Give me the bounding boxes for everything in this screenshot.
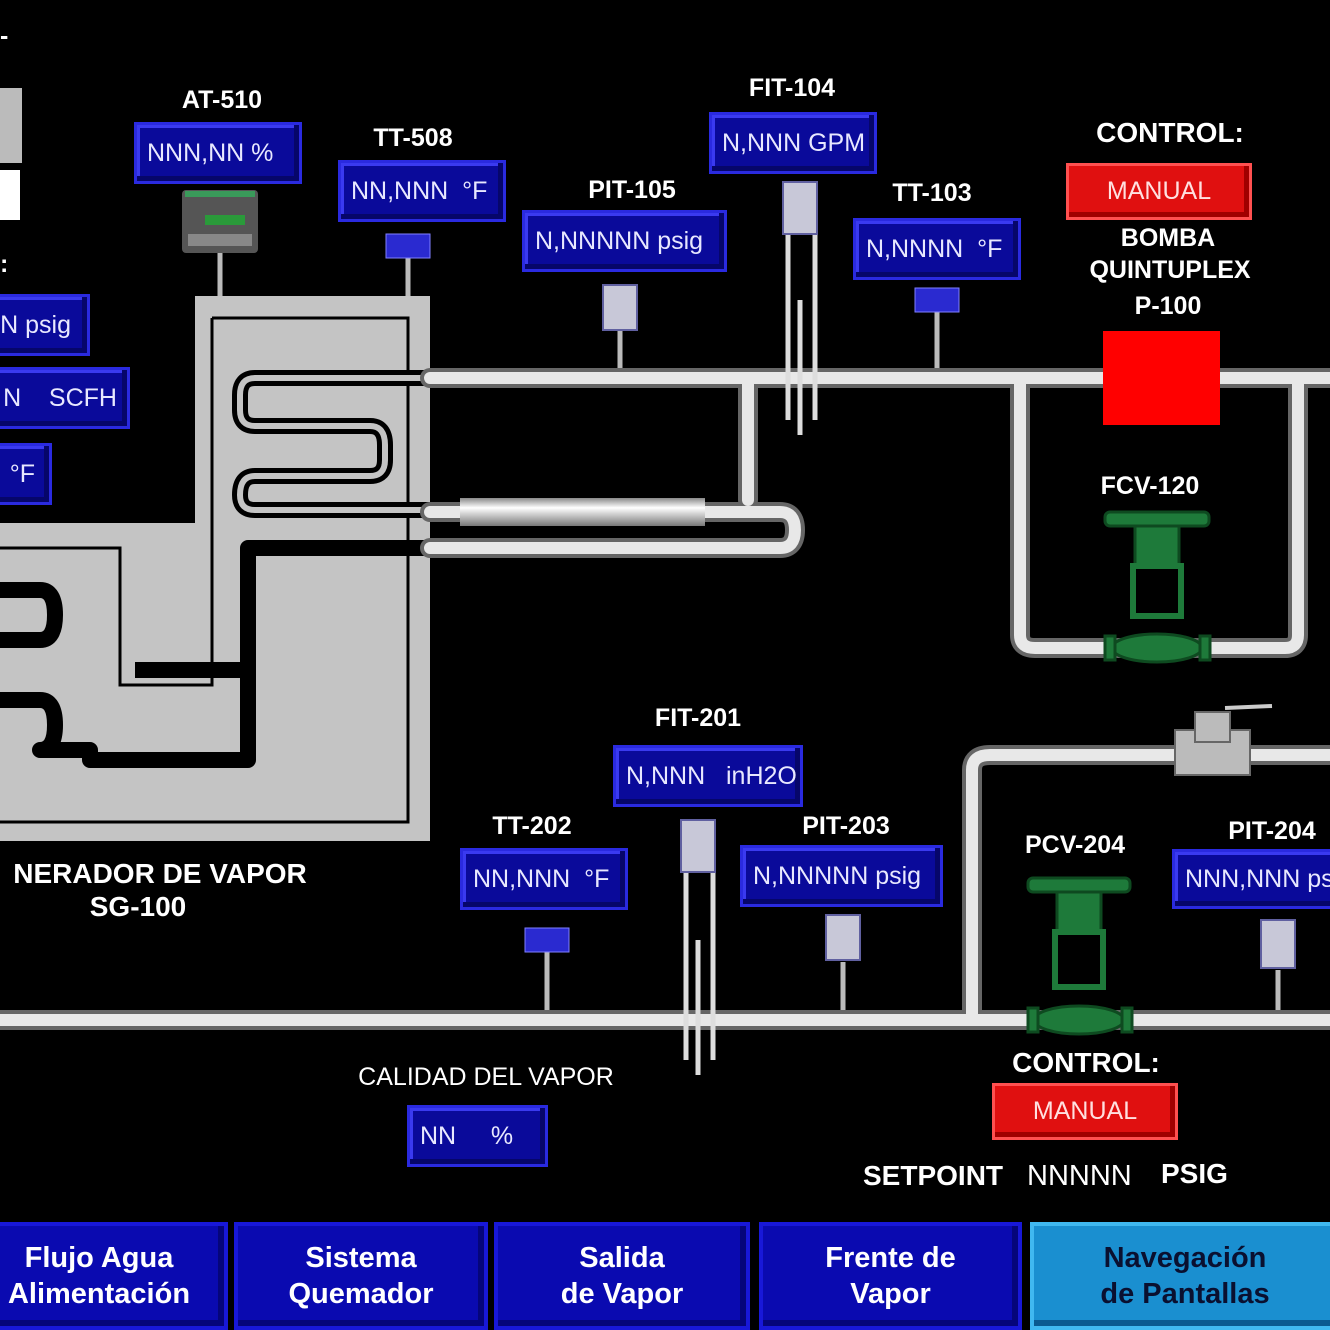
- quality-label: CALIDAD DEL VAPOR: [358, 1063, 614, 1091]
- setpoint-unit: PSIG: [1161, 1158, 1228, 1189]
- setpoint-value[interactable]: NNNNN: [1027, 1160, 1132, 1192]
- analyzer-icon: [182, 190, 258, 253]
- tt103-tag: TT-103: [892, 179, 972, 207]
- nav-salida-de-vapor[interactable]: Salida de Vapor: [494, 1222, 750, 1330]
- pit105-value: N,NNNNN psig: [522, 210, 727, 272]
- left-top-mark: -: [0, 22, 9, 50]
- fit201-tag: FIT-201: [654, 704, 742, 732]
- tt508-value: NN,NNN °F: [338, 160, 506, 222]
- control-valve-pcv204: [1026, 876, 1134, 1036]
- fit104-tag: FIT-104: [748, 74, 836, 102]
- nav-frente-de-vapor[interactable]: Frente de Vapor: [759, 1222, 1022, 1330]
- nav-flujo-agua-alimentacion[interactable]: Flujo Agua Alimentación: [0, 1222, 228, 1330]
- fcv120-tag: FCV-120: [1100, 472, 1200, 500]
- pump-manual-button[interactable]: MANUAL: [1066, 163, 1252, 220]
- pump-name-line1: BOMBA: [1120, 224, 1216, 252]
- nav-navegacion-de-pantallas[interactable]: Navegación de Pantallas: [1030, 1222, 1330, 1330]
- flow-element-fit104: [785, 230, 818, 435]
- tt103-value: N,NNNN °F: [853, 218, 1021, 280]
- generator-name: NERADOR DE VAPOR: [13, 858, 307, 889]
- pit203-tag: PIT-203: [802, 812, 890, 840]
- nav-sistema-quemador[interactable]: Sistema Quemador: [234, 1222, 488, 1330]
- left-colon: :: [0, 250, 9, 278]
- flow-meter-icon: [1174, 704, 1273, 776]
- pcv204-control-label: CONTROL:: [1012, 1047, 1160, 1078]
- pit204-tag: PIT-204: [1228, 817, 1316, 845]
- tt508-tag: TT-508: [373, 124, 453, 152]
- fit104-value: N,NNN GPM: [709, 112, 877, 174]
- instrument-stems: [217, 250, 1281, 1010]
- setpoint-label: SETPOINT: [863, 1160, 1004, 1191]
- heat-exchanger-tube: [460, 498, 705, 526]
- pump-p100: [1103, 331, 1220, 425]
- steam-generator-vessel: [0, 296, 430, 841]
- at510-tag: AT-510: [181, 86, 263, 114]
- flow-element-fit201: [683, 870, 716, 1075]
- pcv204-manual-button[interactable]: MANUAL: [992, 1083, 1178, 1140]
- tt202-tag: TT-202: [492, 812, 572, 840]
- pcv204-tag: PCV-204: [1024, 831, 1126, 859]
- left-partial-box-white: [0, 170, 20, 220]
- tt202-value: NN,NNN °F: [460, 848, 628, 910]
- pit105-tag: PIT-105: [588, 176, 676, 204]
- left-temp-value: °F: [0, 443, 52, 505]
- pump-control-label: CONTROL:: [1096, 117, 1244, 148]
- left-psig-value: N psig: [0, 294, 90, 356]
- pit203-value: N,NNNNN psig: [740, 845, 943, 907]
- left-scfh-value: N SCFH: [0, 367, 130, 429]
- quality-value: NN %: [407, 1105, 548, 1167]
- pressure-transmitter-icons: [602, 181, 1296, 969]
- control-valve-fcv120: [1103, 510, 1212, 664]
- pump-tag: P-100: [1134, 292, 1202, 320]
- pump-name-line2: QUINTUPLEX: [1089, 256, 1251, 284]
- pit204-value: NNN,NNN psig: [1172, 849, 1330, 909]
- at510-value: NNN,NN %: [134, 122, 302, 184]
- fit201-value: N,NNN inH2O: [613, 745, 803, 807]
- temperature-transmitter-icons: [385, 233, 960, 953]
- generator-tag: SG-100: [89, 891, 187, 922]
- left-partial-box: [0, 88, 22, 163]
